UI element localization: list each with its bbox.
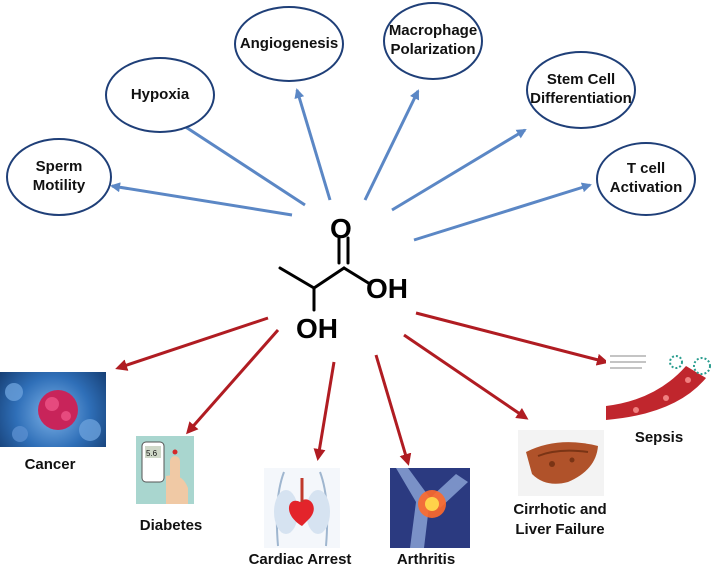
arrow-to-arthritis xyxy=(374,354,412,466)
node-t-cell-activation: T cell Activation xyxy=(596,142,696,216)
blood-vessel-bacteria-image xyxy=(606,346,718,422)
node-sperm-motility: Sperm Motility xyxy=(6,138,112,216)
arrow-to-stem-cell xyxy=(391,128,527,212)
arrow-to-diabetes xyxy=(186,329,280,435)
heart-icon xyxy=(274,471,330,547)
arrow-to-hypoxia xyxy=(176,120,306,207)
label-liver-failure: Cirrhotic and Liver Failure xyxy=(513,501,607,538)
label-arthritis: Arthritis xyxy=(396,551,456,568)
arrow-to-cancer xyxy=(115,316,269,371)
heart-image xyxy=(264,468,340,548)
liver-image xyxy=(518,430,604,496)
meter-reading: 5.6 xyxy=(146,449,158,458)
carboxyl-oh-label: OH xyxy=(366,273,408,304)
lactate-structure-icon: O OH OH xyxy=(278,218,408,344)
node-angiogenesis: Angiogenesis xyxy=(234,6,344,82)
label-diabetes: Diabetes xyxy=(139,517,203,534)
liver-icon xyxy=(526,442,598,484)
label-cancer: Cancer xyxy=(24,456,76,473)
sepsis-icon xyxy=(606,355,711,420)
knee-icon xyxy=(396,468,468,548)
tumor-cell-image xyxy=(0,372,106,447)
arrow-to-angiogenesis xyxy=(294,88,332,201)
carbonyl-o-label: O xyxy=(330,218,352,244)
node-stem-cell-differentiation: Stem Cell Differentiation xyxy=(526,51,636,129)
tumor-icon xyxy=(5,383,101,442)
glucometer-icon: 5.6 xyxy=(141,441,188,504)
node-hypoxia: Hypoxia xyxy=(105,57,215,133)
arrow-to-t-cell xyxy=(413,182,592,242)
arrow-to-macrophage xyxy=(363,89,420,201)
arrow-to-sperm-motility xyxy=(110,182,293,217)
hydroxyl-oh-label: OH xyxy=(296,313,338,344)
arrow-to-cardiac-arrest xyxy=(313,361,336,461)
knee-joint-image xyxy=(390,468,470,548)
label-sepsis: Sepsis xyxy=(634,429,684,446)
arrow-to-liver xyxy=(403,333,529,420)
glucometer-image: 5.6 xyxy=(136,436,194,504)
arrow-to-sepsis xyxy=(415,311,609,366)
node-macrophage-polarization: Macrophage Polarization xyxy=(383,2,483,80)
label-cardiac-arrest: Cardiac Arrest xyxy=(248,551,352,568)
